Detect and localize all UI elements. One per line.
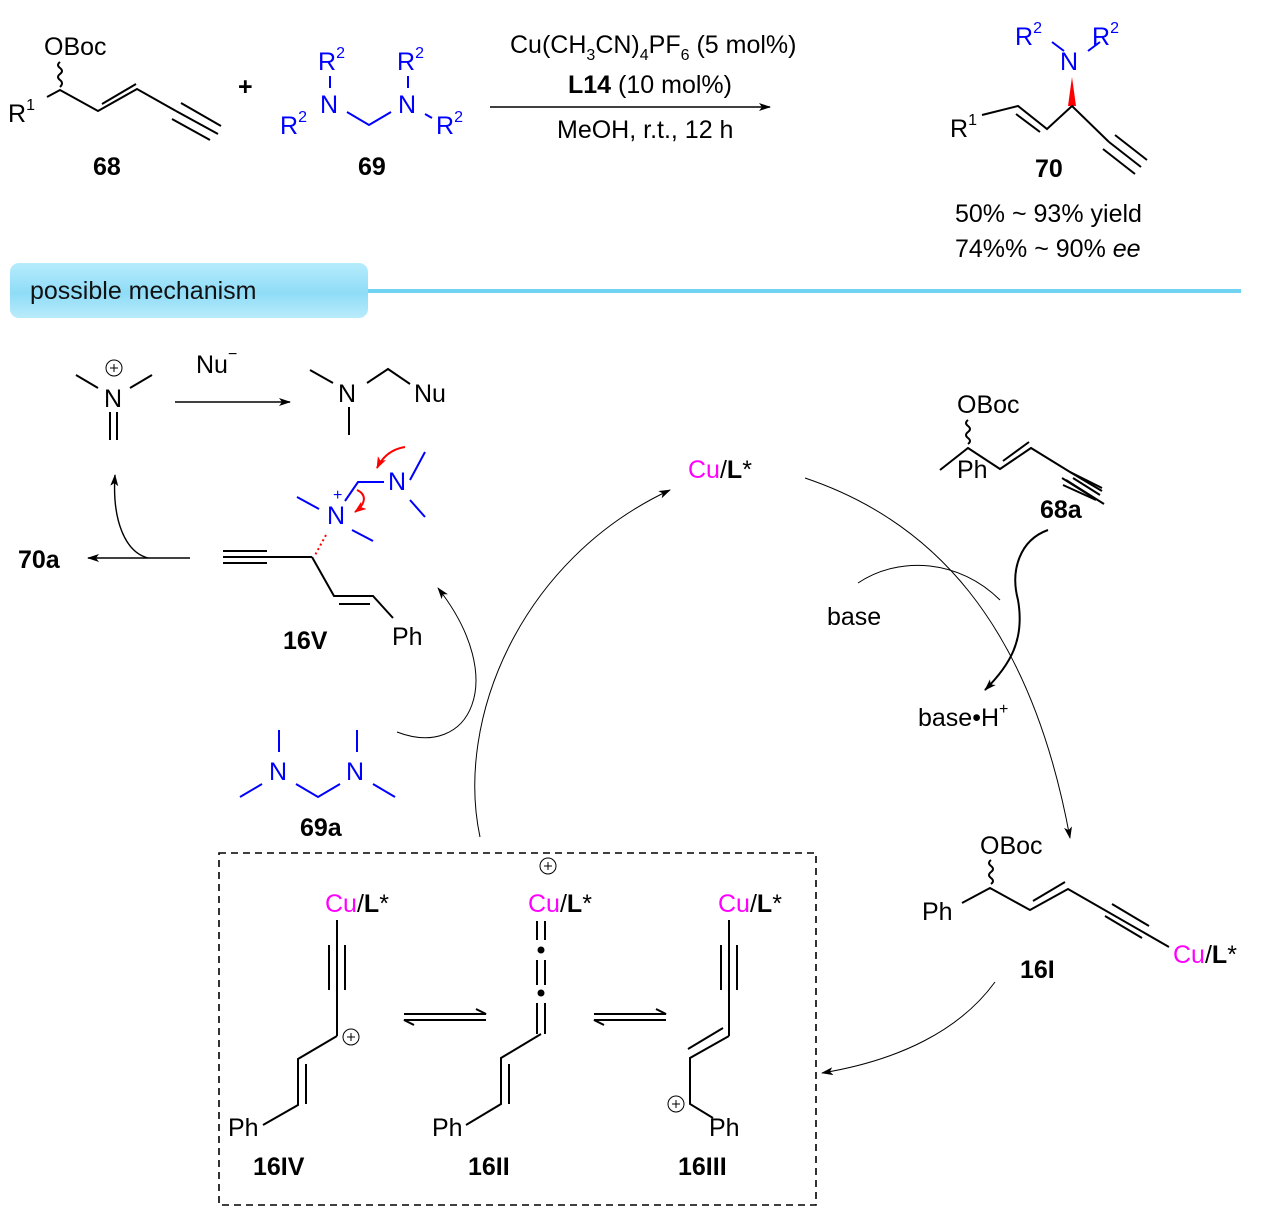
svg-text:Nu: Nu [414, 380, 446, 408]
equilibrium-arrow-2 [593, 1008, 667, 1026]
svg-text:R1: R1 [950, 112, 977, 143]
resonance-16III: Cu/L* Ph 16III [667, 890, 782, 1181]
svg-text:Cu/L*: Cu/L* [528, 890, 592, 918]
svg-text:R2: R2 [1015, 20, 1042, 51]
svg-text:N: N [104, 385, 122, 413]
compound-label-68: 68 [93, 153, 121, 181]
ligand-text: L14 (10 mol%) [568, 71, 732, 99]
mechanism-banner-label: possible mechanism [30, 277, 257, 305]
r1-sup: 1 [26, 97, 35, 114]
resonance-label-16III: 16III [678, 1153, 727, 1181]
base-arc [857, 564, 1001, 601]
svg-text:R2: R2 [280, 109, 307, 140]
svg-text:R2: R2 [397, 45, 424, 76]
equilibrium-arrow-1 [403, 1008, 487, 1026]
ionization-arrow [821, 981, 996, 1076]
reaction-conditions: Cu(CH3CN)4PF6 (5 mol%) L14 (10 mol%) MeO… [490, 31, 796, 144]
wavy-bond-icon [57, 61, 63, 88]
compound-70: R2 R2 N R1 70 50% ~ 93% yield 74%% ~ 90%… [950, 20, 1148, 263]
reagent-label-69a: 69a [300, 814, 343, 842]
svg-text:N: N [346, 758, 364, 786]
reagent-69a: N N 69a [239, 730, 396, 842]
amine-addition-arrow [396, 587, 477, 739]
intermediate-16V: N + N Ph 16V [223, 446, 426, 655]
svg-text:R2: R2 [318, 45, 345, 76]
mechanism-banner: possible mechanism [10, 263, 368, 318]
svg-text:R2: R2 [436, 109, 463, 140]
svg-text:N: N [327, 502, 345, 530]
compound-label-69: 69 [358, 153, 386, 181]
svg-text:R2: R2 [1092, 20, 1119, 51]
resonance-16IV: Cu/L* Ph 16IV [228, 890, 389, 1181]
svg-text:Ph: Ph [432, 1114, 463, 1142]
catalyst-label: Cu/L* [688, 456, 752, 484]
intermediate-label-16I: 16I [1020, 956, 1055, 984]
aminal-adduct: N Nu [309, 367, 446, 435]
release-arrow [110, 474, 149, 559]
intermediate-label-16V: 16V [283, 627, 328, 655]
obocgroup-68: OBoc [44, 33, 107, 61]
base-h-label: base•H+ [918, 701, 1008, 732]
intermediate-16I: OBoc Ph Cu/L* 16I [922, 832, 1237, 984]
catalyst-label-16I: Cu/L* [1173, 941, 1237, 969]
deprotonation-arrow [984, 529, 1049, 691]
svg-text:Cu/L*: Cu/L* [718, 890, 782, 918]
svg-text:N: N [1060, 48, 1078, 76]
stereo-wedge [1068, 77, 1076, 106]
svg-text:Cu/L*: Cu/L* [325, 890, 389, 918]
substrate-68a: OBoc Ph 68a [939, 391, 1105, 524]
catalytic-cycle-arc [804, 477, 1072, 839]
resonance-16II: Cu/L* Ph 16II [432, 857, 592, 1181]
base-label: base [827, 603, 881, 631]
yield-range: 50% ~ 93% yield [955, 200, 1142, 228]
svg-text:Ph: Ph [392, 623, 423, 651]
svg-text:OBoc: OBoc [957, 391, 1020, 419]
solvent-text: MeOH, r.t., 12 h [557, 116, 733, 144]
svg-text:N: N [320, 91, 338, 119]
compound-69: R2 R2 N N R2 R2 69 [280, 45, 463, 181]
svg-text:Ph: Ph [228, 1114, 259, 1142]
resonance-label-16II: 16II [468, 1153, 510, 1181]
catalyst-text: Cu(CH3CN)4PF6 (5 mol%) [510, 31, 796, 64]
banner-divider [368, 289, 1241, 293]
svg-text:OBoc: OBoc [980, 832, 1043, 860]
resonance-label-16IV: 16IV [253, 1153, 305, 1181]
ee-range: 74%% ~ 90% ee [955, 235, 1141, 263]
svg-text:Ph: Ph [922, 898, 953, 926]
svg-text:R1: R1 [8, 97, 35, 128]
resonance-box [218, 852, 817, 1206]
substrate-label-68a: 68a [1040, 496, 1083, 524]
regeneration-arrow [474, 489, 671, 838]
product-label-70a: 70a [18, 546, 61, 574]
svg-text:Ph: Ph [957, 456, 988, 484]
svg-text:N: N [398, 91, 416, 119]
nucleophile-label: Nu− [196, 346, 237, 379]
svg-text:+: + [333, 487, 342, 504]
compound-label-70: 70 [1035, 155, 1063, 183]
r1-label: R [8, 100, 26, 128]
svg-text:Ph: Ph [709, 1114, 740, 1142]
svg-text:N: N [388, 468, 406, 496]
iminium-ion: N [75, 359, 153, 440]
plus-sign: + [238, 73, 253, 101]
svg-text:N: N [338, 380, 356, 408]
svg-text:N: N [269, 758, 287, 786]
compound-68: OBoc R1 68 [8, 33, 222, 181]
